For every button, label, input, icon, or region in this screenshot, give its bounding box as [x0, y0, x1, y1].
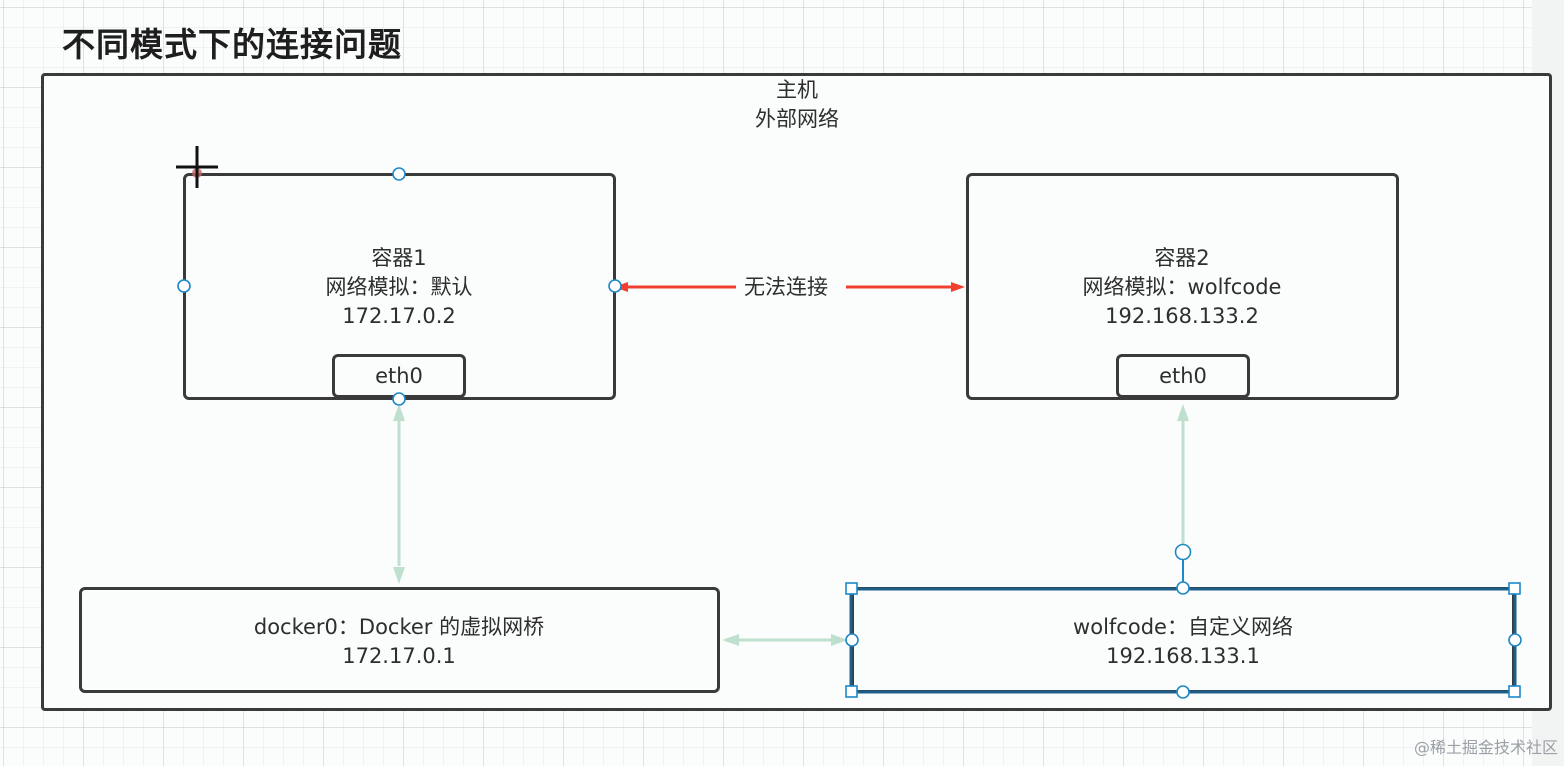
wolfcode-handle-left[interactable]	[845, 633, 859, 647]
docker0-bridge-box[interactable]	[79, 587, 720, 693]
wolfcode-network-ip: 192.168.133.1	[1106, 644, 1260, 668]
container1-name: 容器1	[371, 246, 427, 270]
container1-mode: 网络模拟：默认	[325, 275, 473, 299]
host-label-line1: 主机	[776, 78, 818, 102]
container2-mode: 网络模拟：wolfcode	[1082, 275, 1282, 299]
wolfcode-rotation-handle[interactable]	[1174, 543, 1192, 561]
container1-label: 容器1 网络模拟：默认 172.17.0.2	[199, 244, 599, 331]
container1-ip: 172.17.0.2	[342, 304, 456, 328]
cannot-connect-connector[interactable]	[614, 282, 965, 292]
wolfcode-resize-handle-top-left[interactable]	[845, 582, 858, 595]
wolfcode-handle-right[interactable]	[1508, 633, 1522, 647]
container1-handle-bottom[interactable]	[392, 392, 406, 406]
green-arrow-up-head-right	[1177, 404, 1189, 421]
watermark: @稀土掘金技术社区	[1413, 738, 1558, 757]
container2-label: 容器2 网络模拟：wolfcode 192.168.133.2	[982, 244, 1382, 331]
docker0-label: docker0：Docker 的虚拟网桥 172.17.0.1	[99, 613, 699, 671]
wolfcode-network-name: wolfcode：自定义网络	[1073, 615, 1293, 639]
container1-docker0-connector[interactable]	[393, 404, 405, 584]
page-title: 不同模式下的连接问题	[62, 25, 402, 64]
container1-handle-left[interactable]	[177, 279, 191, 293]
green-arrow-right-head	[831, 634, 848, 646]
host-label: 主机 外部网络	[697, 76, 897, 134]
docker0-ip: 172.17.0.1	[342, 644, 456, 668]
green-arrow-left-head	[722, 634, 739, 646]
green-arrow-up-head-left	[393, 404, 405, 421]
container2-name: 容器2	[1154, 246, 1210, 270]
docker0-name: docker0：Docker 的虚拟网桥	[253, 615, 545, 639]
wolfcode-resize-handle-bottom-left[interactable]	[845, 685, 858, 698]
selection-outline	[849, 587, 1517, 694]
container2-eth0[interactable]: eth0	[1116, 354, 1250, 398]
crosshair-cursor-icon	[176, 146, 218, 188]
container2-ip: 192.168.133.2	[1105, 304, 1259, 328]
docker0-wolfcode-connector[interactable]	[722, 634, 848, 646]
cannot-connect-label[interactable]: 无法连接	[740, 273, 832, 302]
red-arrow-right-head	[951, 282, 965, 292]
wolfcode-network-label: wolfcode：自定义网络 192.168.133.1	[883, 613, 1483, 671]
wolfcode-handle-top[interactable]	[1176, 581, 1190, 595]
wolfcode-resize-handle-bottom-right[interactable]	[1508, 685, 1521, 698]
container1-handle-top[interactable]	[392, 167, 406, 181]
host-label-line2: 外部网络	[755, 107, 839, 131]
wolfcode-resize-handle-top-right[interactable]	[1508, 582, 1521, 595]
wolfcode-handle-bottom[interactable]	[1176, 685, 1190, 699]
container1-handle-right[interactable]	[608, 279, 622, 293]
green-arrow-down-head-left	[393, 567, 405, 584]
